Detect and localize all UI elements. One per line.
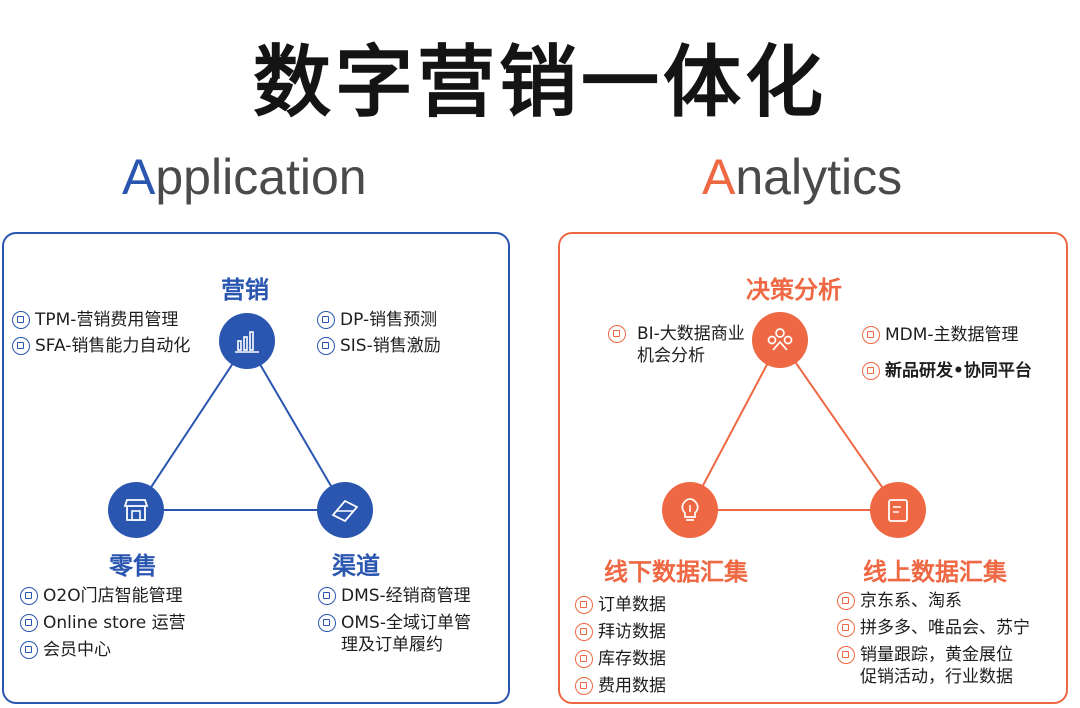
item-ecom-1: 京东系、淘系 <box>837 590 962 612</box>
online-node <box>870 482 926 538</box>
retail-node <box>108 482 164 538</box>
node-label-channel: 渠道 <box>332 552 380 580</box>
node-label-retail: 零售 <box>109 552 157 580</box>
team-decision-icon <box>767 328 793 351</box>
coins-icon <box>575 677 593 695</box>
user-icon <box>12 337 30 355</box>
item-ecom-2: 拼多多、唯品会、苏宁 <box>837 617 1030 639</box>
item-dms: DMS-经销商管理 <box>318 585 471 607</box>
store-icon <box>123 499 149 521</box>
item-sales-tracking: 销量跟踪，黄金展位促销活动，行业数据 <box>837 644 1013 688</box>
map-route-icon <box>331 499 359 523</box>
forecast-icon <box>317 311 335 329</box>
item-new-product: 新品研发•协同平台 <box>862 360 1032 382</box>
item-inventory-data: 库存数据 <box>575 648 666 670</box>
node-label-online: 线上数据汇集 <box>863 558 1007 586</box>
lightbulb-icon <box>681 498 699 521</box>
store-small-icon <box>20 587 38 605</box>
item-bi: BI-大数据商业机会分析 <box>608 323 745 367</box>
monitor-icon <box>862 362 880 380</box>
magnifier-icon <box>608 325 626 343</box>
edit-document-icon <box>888 499 908 522</box>
item-dp: DP-销售预测 <box>317 309 437 331</box>
shopping-bag-icon <box>20 614 38 632</box>
analytics-heading-rest: nalytics <box>735 149 903 205</box>
chart-screen-icon <box>837 592 855 610</box>
chart-growth-icon <box>235 331 259 353</box>
analytics-heading: Analytics <box>702 148 902 206</box>
item-o2o: O2O门店智能管理 <box>20 585 183 607</box>
member-icon <box>20 641 38 659</box>
node-label-offline: 线下数据汇集 <box>604 558 748 586</box>
application-heading: Application <box>122 148 367 206</box>
application-heading-rest: pplication <box>155 149 367 205</box>
item-member: 会员中心 <box>20 639 111 661</box>
item-sfa: SFA-销售能力自动化 <box>12 335 190 357</box>
power-icon <box>317 337 335 355</box>
item-online-store: Online store 运营 <box>20 612 186 634</box>
page-title: 数字营销一体化 <box>252 38 827 128</box>
analytics-panel <box>558 232 1068 704</box>
item-expense-data: 费用数据 <box>575 675 666 697</box>
node-label-decision: 决策分析 <box>746 276 842 304</box>
channel-node <box>317 482 373 538</box>
cart-icon <box>837 619 855 637</box>
building-icon <box>575 623 593 641</box>
item-visit-data: 拜访数据 <box>575 621 666 643</box>
expense-icon <box>12 311 30 329</box>
marketing-node <box>219 313 275 369</box>
order-icon <box>575 596 593 614</box>
node-label-marketing: 营销 <box>221 276 269 304</box>
shop-icon <box>837 646 855 664</box>
application-panel <box>2 232 510 704</box>
warehouse-icon <box>575 650 593 668</box>
item-order-data: 订单数据 <box>575 594 666 616</box>
application-heading-initial: A <box>122 149 156 205</box>
decision-node <box>752 312 808 368</box>
analytics-heading-initial: A <box>702 149 736 205</box>
item-tpm: TPM-营销费用管理 <box>12 309 178 331</box>
item-mdm: MDM-主数据管理 <box>862 324 1019 346</box>
dealer-icon <box>318 587 336 605</box>
item-oms: OMS-全域订单管理及订单履约 <box>318 612 471 656</box>
data-list-icon <box>862 326 880 344</box>
item-sis: SIS-销售激励 <box>317 335 441 357</box>
offline-node <box>662 482 718 538</box>
order-list-icon <box>318 614 336 632</box>
